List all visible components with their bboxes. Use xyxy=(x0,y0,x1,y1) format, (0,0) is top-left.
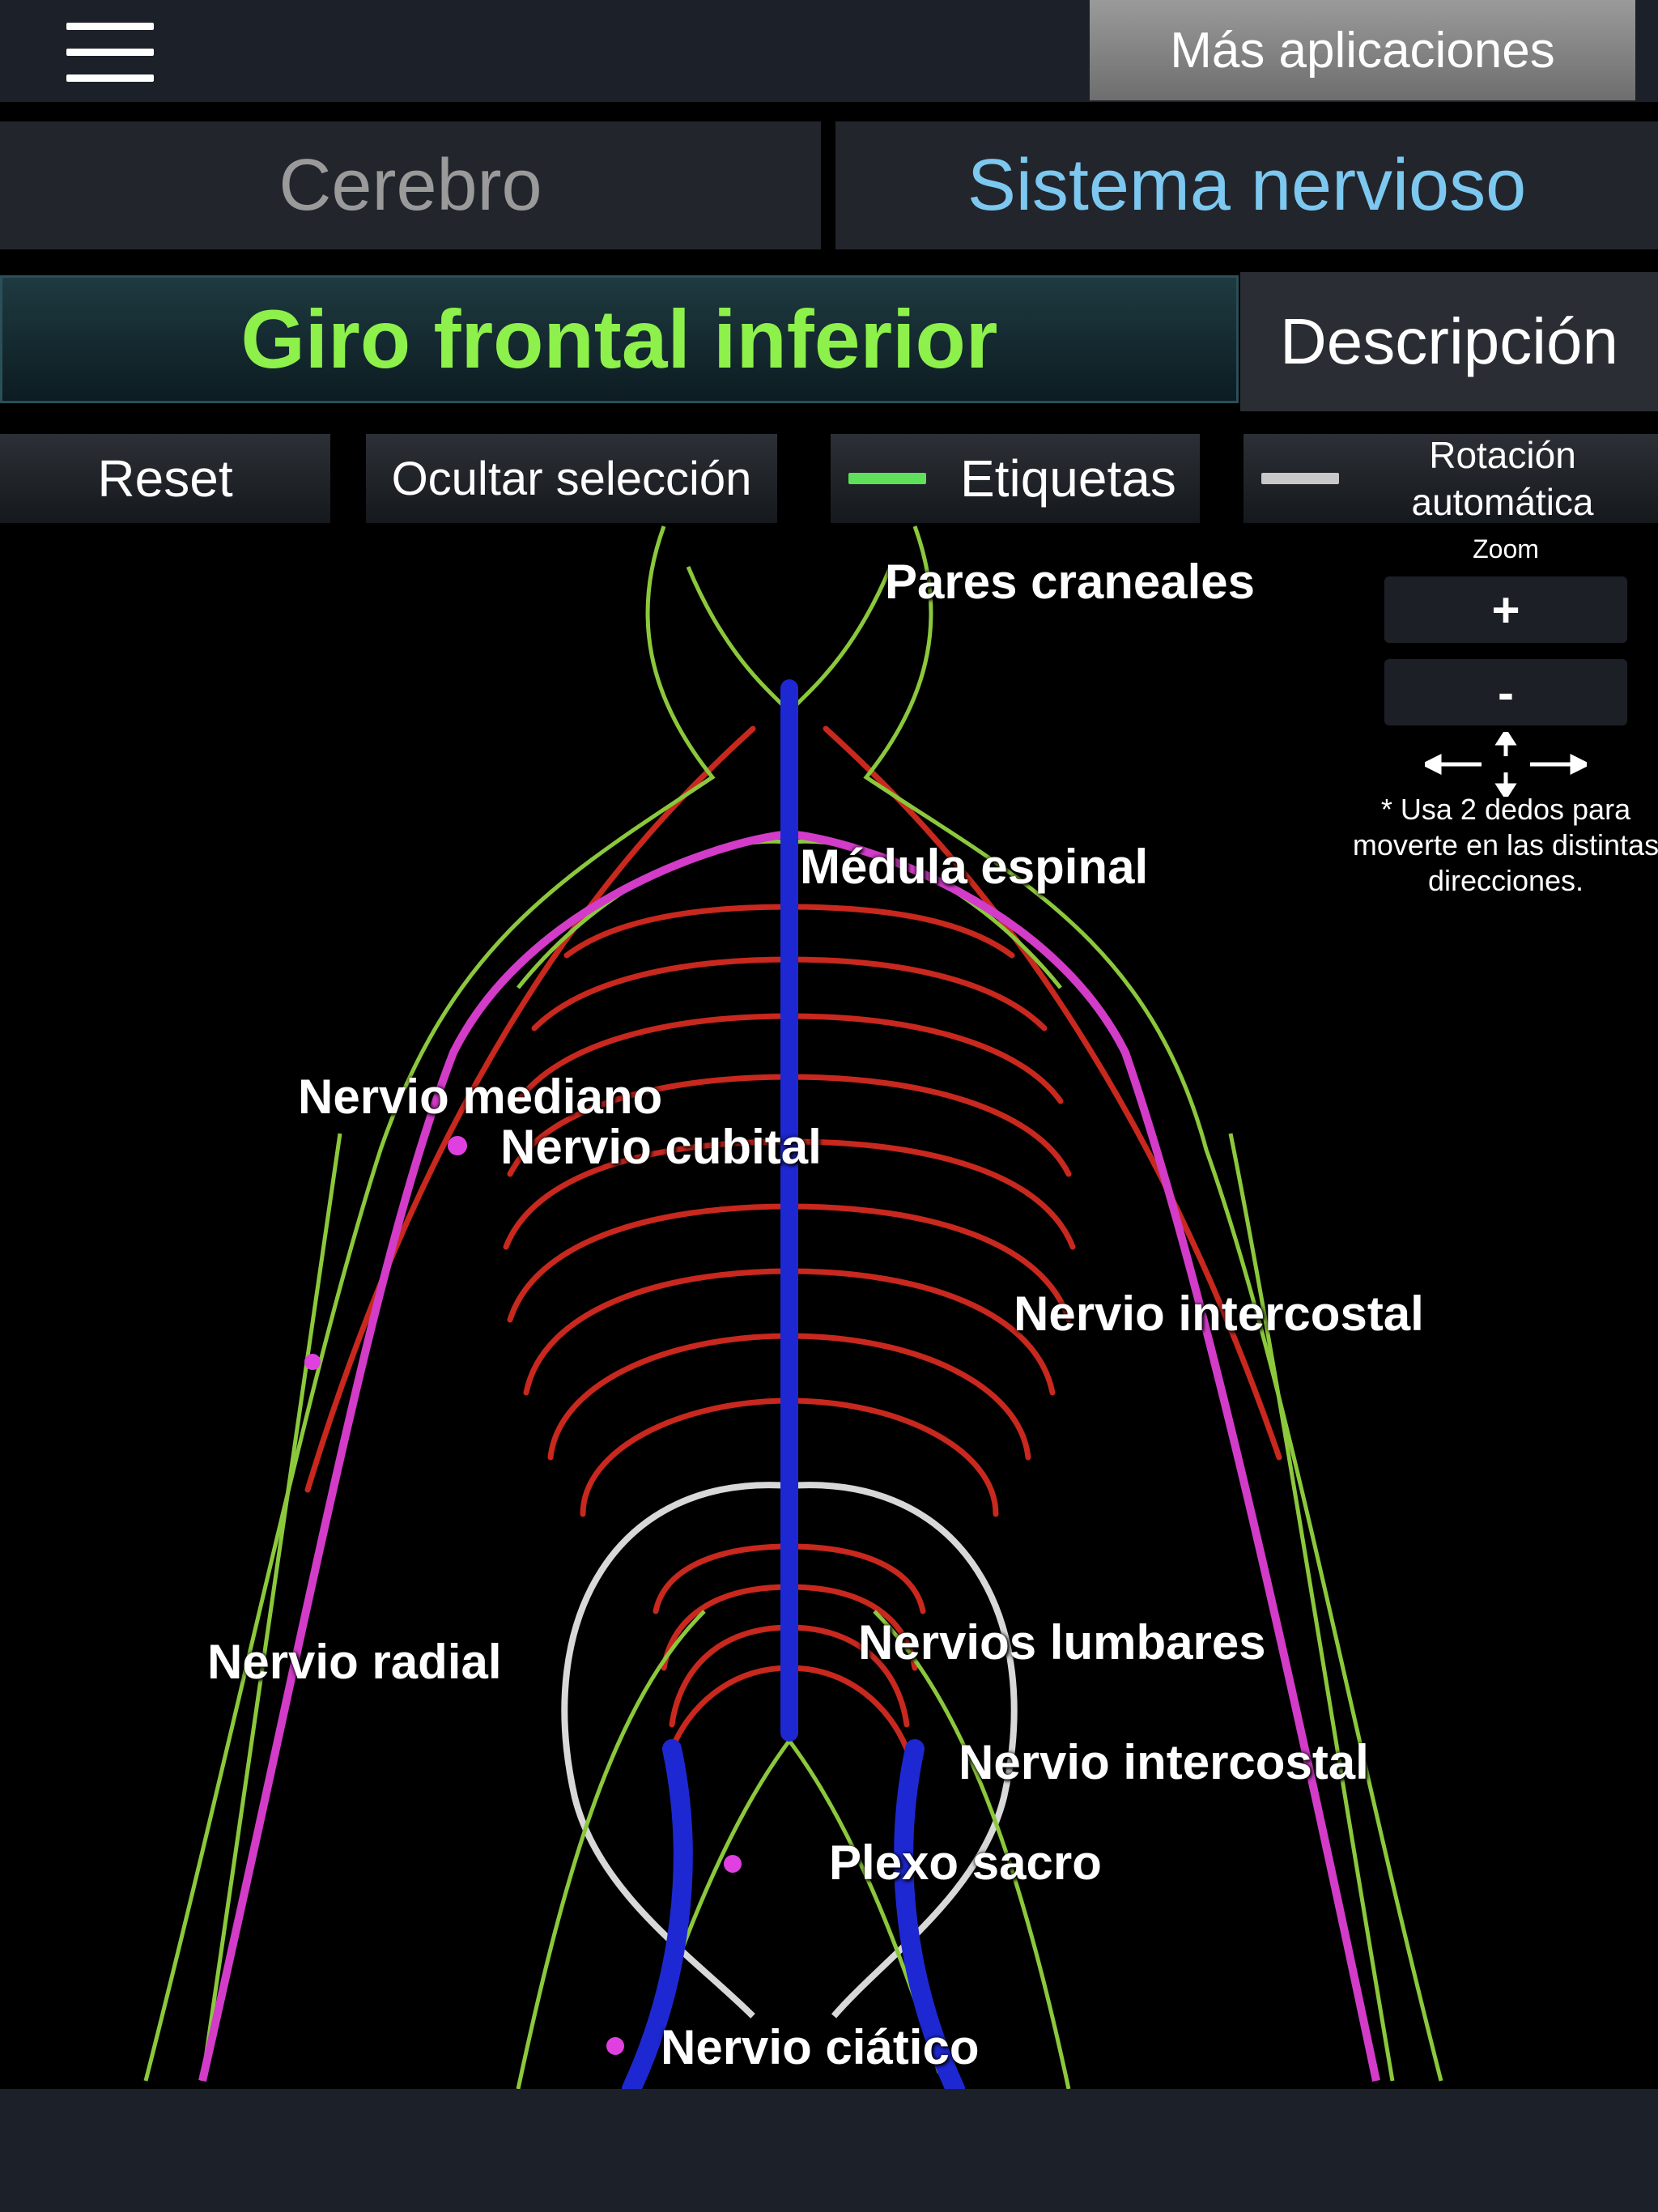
label-marker-icon[interactable] xyxy=(448,1136,467,1155)
label-marker-icon[interactable] xyxy=(606,2037,624,2055)
pan-arrows-icon xyxy=(1425,732,1587,797)
label-sciatic-nerve[interactable]: Nervio ciático xyxy=(661,2020,980,2074)
sciatic-nerves xyxy=(622,1739,965,2089)
label-lumbar-nerves[interactable]: Nervios lumbares xyxy=(858,1615,1266,1670)
auto-rotation-indicator xyxy=(1261,473,1339,484)
auto-rotation-toggle[interactable]: Rotación automática xyxy=(1244,434,1658,523)
hide-selection-button[interactable]: Ocultar selección xyxy=(366,434,777,523)
pan-hint: * Usa 2 dedos para moverte en las distin… xyxy=(1352,793,1658,897)
label-marker-icon[interactable] xyxy=(724,1855,742,1873)
hamburger-menu-icon[interactable] xyxy=(57,23,162,83)
labels-toggle-label: Etiquetas xyxy=(960,449,1176,508)
label-radial-nerve[interactable]: Nervio radial xyxy=(207,1635,502,1689)
auto-rotation-label: Rotación automática xyxy=(1411,434,1594,523)
label-intercostal-nerve[interactable]: Nervio intercostal xyxy=(1014,1287,1424,1341)
selected-structure-title: Giro frontal inferior xyxy=(0,275,1239,403)
description-button[interactable]: Descripción xyxy=(1240,272,1658,411)
labels-toggle[interactable]: Etiquetas xyxy=(831,434,1200,523)
zoom-out-button[interactable]: - xyxy=(1384,659,1627,725)
median-nerve xyxy=(198,830,1380,2082)
nervous-system-3d-view[interactable] xyxy=(0,523,1658,2089)
label-ulnar-nerve[interactable]: Nervio cubital xyxy=(500,1120,822,1174)
zoom-label: Zoom xyxy=(1473,534,1539,564)
tab-nervous-system[interactable]: Sistema nervioso xyxy=(835,121,1658,249)
label-median-nerve[interactable]: Nervio mediano xyxy=(298,1070,663,1124)
label-marker-icon[interactable] xyxy=(304,1354,321,1370)
reset-button[interactable]: Reset xyxy=(0,434,330,523)
label-intercostal-nerve-2[interactable]: Nervio intercostal xyxy=(959,1735,1369,1789)
zoom-in-button[interactable]: + xyxy=(1384,576,1627,643)
label-cranial-nerves[interactable]: Pares craneales xyxy=(885,555,1256,609)
more-apps-button[interactable]: Más aplicaciones xyxy=(1090,0,1635,100)
divider xyxy=(0,102,1658,118)
labels-toggle-indicator xyxy=(848,473,926,484)
peripheral-nerves xyxy=(143,525,1443,2089)
label-spinal-cord[interactable]: Médula espinal xyxy=(800,840,1149,894)
label-sacral-plexus[interactable]: Plexo sacro xyxy=(829,1836,1102,1890)
tab-brain[interactable]: Cerebro xyxy=(0,121,821,249)
bottom-bar xyxy=(0,2089,1658,2212)
